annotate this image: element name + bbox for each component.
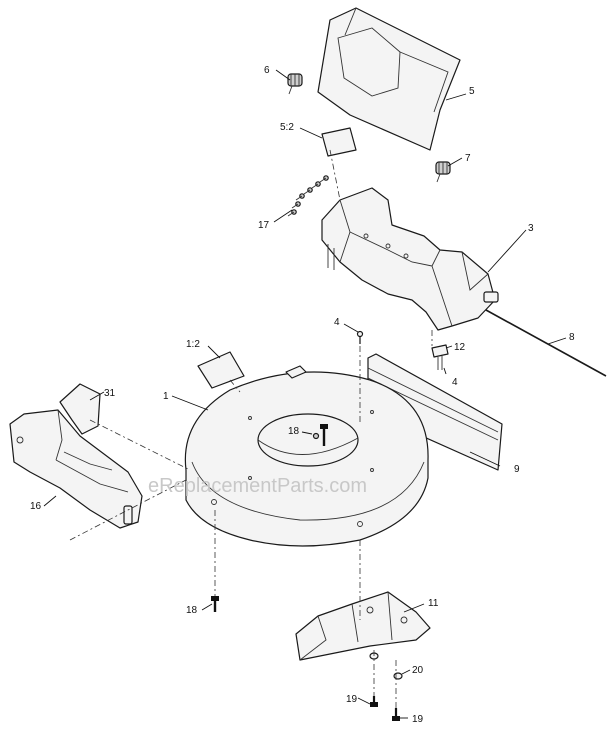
callout-6: 6 (264, 65, 270, 76)
baffle-part (295, 591, 431, 661)
lower-bolt-19b-part (392, 708, 400, 721)
watermark-text: eReplacementParts.com (148, 475, 367, 497)
spring-left-part (287, 73, 303, 95)
rear-housing-part (321, 187, 499, 331)
callout-17: 17 (258, 220, 270, 231)
rear-flap-part (317, 7, 461, 151)
callout-18-lower: 18 (186, 605, 198, 616)
callout-19-right: 19 (412, 714, 424, 725)
bolt-4-part (356, 330, 364, 344)
callout-18-center: 18 (288, 426, 300, 437)
callout-1-2: 1:2 (186, 339, 200, 350)
callout-16: 16 (30, 501, 42, 512)
center-bolt-part (312, 424, 328, 446)
callout-8: 8 (569, 332, 575, 343)
front-flap-part (59, 383, 101, 435)
callout-20: 20 (412, 665, 424, 676)
alignment-line (229, 379, 241, 393)
callout-5: 5 (469, 86, 475, 97)
callout-7: 7 (465, 153, 471, 164)
clip-part (431, 344, 449, 370)
callout-19-left: 19 (346, 694, 358, 705)
callout-3: 3 (528, 223, 534, 234)
deck-part (184, 365, 429, 547)
callout-31: 31 (104, 388, 116, 399)
callout-labels: 6 5 5:2 7 17 3 8 4 12 4 1:2 1 31 18 9 16… (30, 65, 575, 725)
lower-bolt-18-part (211, 596, 219, 612)
alignment-line (69, 479, 187, 541)
callout-4-lower: 4 (452, 377, 458, 388)
alignment-line (89, 419, 191, 471)
decal-part (197, 351, 245, 389)
spring-right-part (435, 161, 451, 183)
front-guard-part (9, 409, 143, 529)
screws-group (287, 175, 329, 217)
callout-11: 11 (428, 598, 439, 609)
rod-part (485, 309, 607, 377)
callout-9: 9 (514, 464, 520, 475)
callout-5-2: 5:2 (280, 122, 294, 133)
callout-4-upper: 4 (334, 317, 340, 328)
leader-lines (43, 69, 567, 719)
washer-20-part (393, 672, 403, 680)
callout-12: 12 (454, 342, 466, 353)
callout-1: 1 (163, 391, 169, 402)
lower-bolt-19a-part (370, 696, 378, 707)
alignment-line (329, 149, 341, 201)
label-plate-part (321, 127, 357, 157)
